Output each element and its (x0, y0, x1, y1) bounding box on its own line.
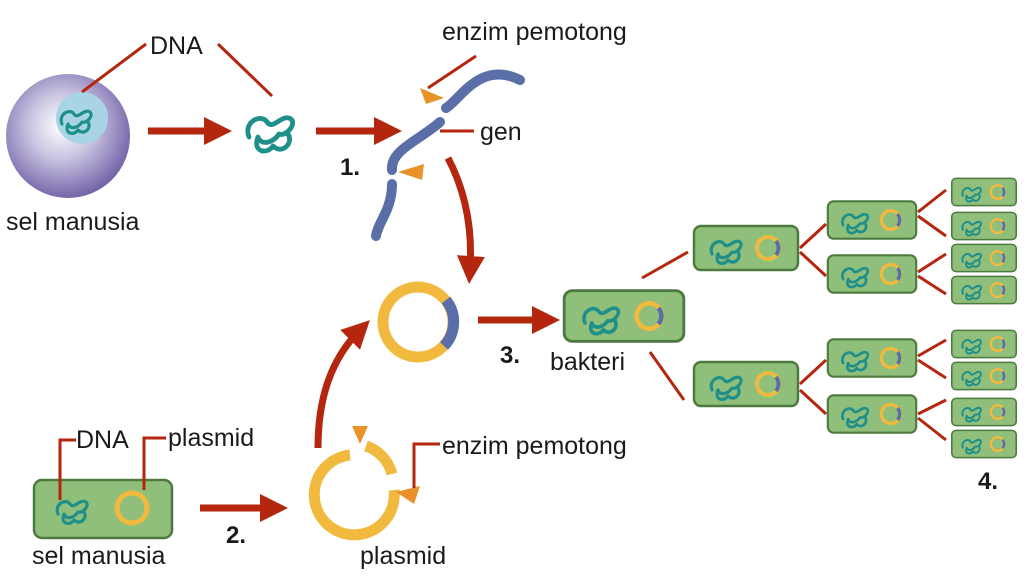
bacterium-gen2 (828, 339, 916, 376)
human-cell-top-label: sel manusia (6, 208, 140, 236)
bacterium-gen1 (694, 226, 798, 270)
plasmid-cut-label: plasmid (360, 542, 447, 570)
plasmid-bottom-label: plasmid (168, 424, 255, 452)
cut-plasmid-icon (308, 426, 440, 541)
enzyme-leader-line (427, 54, 477, 90)
dna-bottom-label: DNA (76, 426, 129, 454)
bacterium-gen3 (952, 330, 1016, 357)
human-cell-bottom-label: sel manusia (32, 542, 166, 570)
bacterium-gen3 (952, 244, 1016, 271)
step-2-label: 2. (226, 522, 247, 549)
bacterium-gen3 (952, 430, 1016, 457)
division-lines (641, 188, 947, 442)
dna-label-lines (81, 42, 274, 98)
bacterium-gen3 (952, 178, 1016, 205)
gene-label: gen (480, 118, 522, 146)
bacterium-gen1 (694, 362, 798, 406)
enzyme-top-label: enzim pemotong (442, 18, 627, 46)
bacterium-gen2 (828, 201, 916, 238)
bacterium-gen2 (828, 255, 916, 292)
bacterium-gen3 (952, 362, 1016, 389)
recombinant-plasmid-icon (377, 281, 460, 363)
scissor-enzyme-icon (396, 486, 420, 504)
arrow-icon (444, 156, 485, 284)
chromosome-strand-icon (371, 69, 525, 241)
nucleus (56, 92, 108, 144)
human-cell-bottom (32, 478, 174, 540)
bacterium-gen3 (952, 398, 1016, 425)
arrow-icon (314, 320, 370, 449)
bacteria-label: bakteri (550, 348, 626, 376)
scissor-enzyme-icon (420, 88, 444, 104)
bacterium-gen2 (828, 395, 916, 432)
bacterium-gen3 (952, 212, 1016, 239)
step-3-label: 3. (500, 342, 521, 369)
scissor-enzyme-icon (352, 426, 368, 444)
bottom-label-lines (58, 436, 166, 500)
bacterium-main (564, 291, 684, 342)
scissor-enzyme-icon (398, 164, 424, 180)
isolated-dna-icon (248, 118, 293, 151)
bacterium-gen3 (952, 276, 1016, 303)
step-1-label: 1. (340, 154, 361, 181)
human-cell-top (6, 74, 130, 198)
step-4-label: 4. (978, 468, 999, 495)
enzyme-bottom-label: enzim pemotong (442, 432, 627, 460)
dna-top-label: DNA (150, 32, 203, 60)
